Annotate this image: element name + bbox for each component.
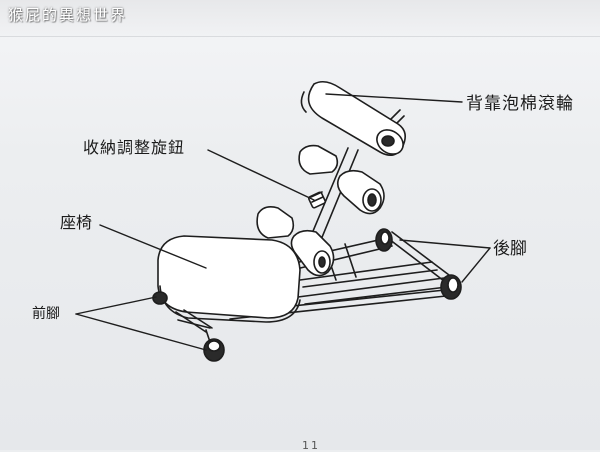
leader-line-rear-foot-a [399, 239, 491, 249]
leader-line-back-roller [325, 93, 463, 103]
back-foam-roller-lower [256, 206, 335, 277]
page-top-edge [0, 0, 600, 37]
label-back-foam-roller: 背靠泡棉滾輪 [466, 94, 574, 114]
seat-cushion [157, 235, 301, 329]
label-front-foot: 前腳 [32, 306, 60, 322]
rear-foot-left [375, 228, 462, 300]
back-foam-roller-middle [298, 144, 385, 215]
label-seat: 座椅 [60, 213, 93, 232]
leader-line-knob [207, 149, 315, 201]
adjustment-knob [307, 191, 327, 209]
label-adjustment-knob: 收納調整旋鈕 [83, 138, 186, 157]
back-foam-roller-top [300, 80, 406, 156]
leader-line-seat [99, 224, 207, 269]
label-rear-foot: 後腳 [493, 239, 527, 259]
leader-lines [75, 93, 491, 351]
page-number: 11 [302, 439, 320, 452]
leader-line-front-foot-b [75, 313, 207, 351]
leader-line-front-foot-a [75, 296, 157, 315]
watermark-logo: 猴屁的異想世界 [8, 6, 128, 24]
leader-line-rear-foot-b [461, 247, 491, 283]
front-foot [152, 291, 225, 362]
